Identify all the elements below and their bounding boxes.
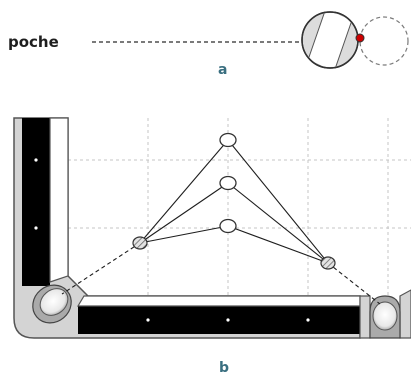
shot-paths [139,139,329,264]
object-ball [301,11,359,69]
contact-point [355,33,365,43]
panel-a-label: a [218,62,227,78]
corner-pocket [32,284,72,324]
panel-a: poche a [8,11,409,78]
right-rail [359,295,371,339]
ghost-ball [359,16,409,66]
pocket-paths [61,242,381,305]
rail-diamonds [34,158,310,322]
table-grid [68,118,411,296]
poche-label: poche [8,33,59,51]
panel-b: b [13,117,411,376]
cue-ball-positions [219,132,237,234]
bottom-cushion [78,306,360,334]
object-ball-right [320,256,336,270]
panel-b-label: b [219,360,229,376]
side-pocket [369,295,401,339]
left-cushion [22,118,50,286]
object-ball-left [132,236,148,250]
